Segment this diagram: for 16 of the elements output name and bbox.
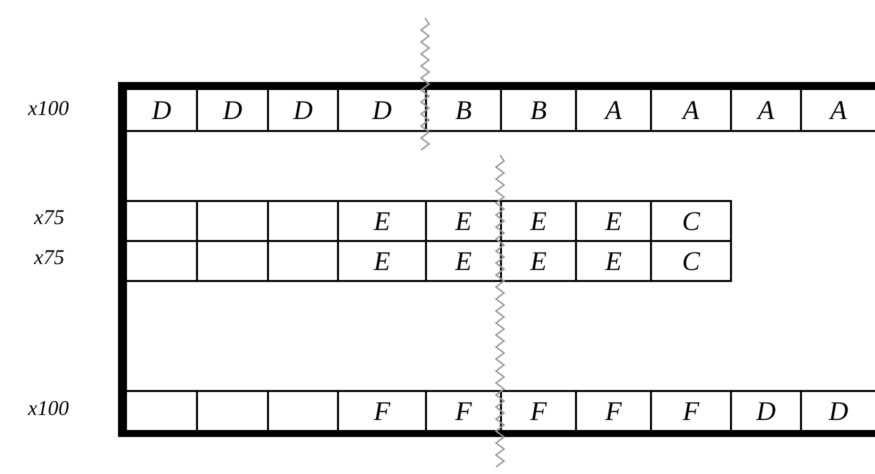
table-cell: D xyxy=(196,88,269,132)
row-label: x75 xyxy=(34,245,64,270)
table-cell: B xyxy=(500,88,577,132)
table-cell: D xyxy=(267,88,339,132)
table-cell: D xyxy=(125,88,198,132)
table-cell: D xyxy=(337,88,427,132)
row-label: x75 xyxy=(34,205,64,230)
table-cell: C xyxy=(650,200,732,242)
table-cell: A xyxy=(730,88,802,132)
table-cell: B xyxy=(425,88,502,132)
row-label: x100 xyxy=(28,96,69,121)
table-cell: A xyxy=(575,88,652,132)
table-cell: C xyxy=(650,240,732,282)
table-cell: A xyxy=(650,88,732,132)
table-cell: A xyxy=(800,88,875,132)
row-label: x100 xyxy=(28,396,69,421)
